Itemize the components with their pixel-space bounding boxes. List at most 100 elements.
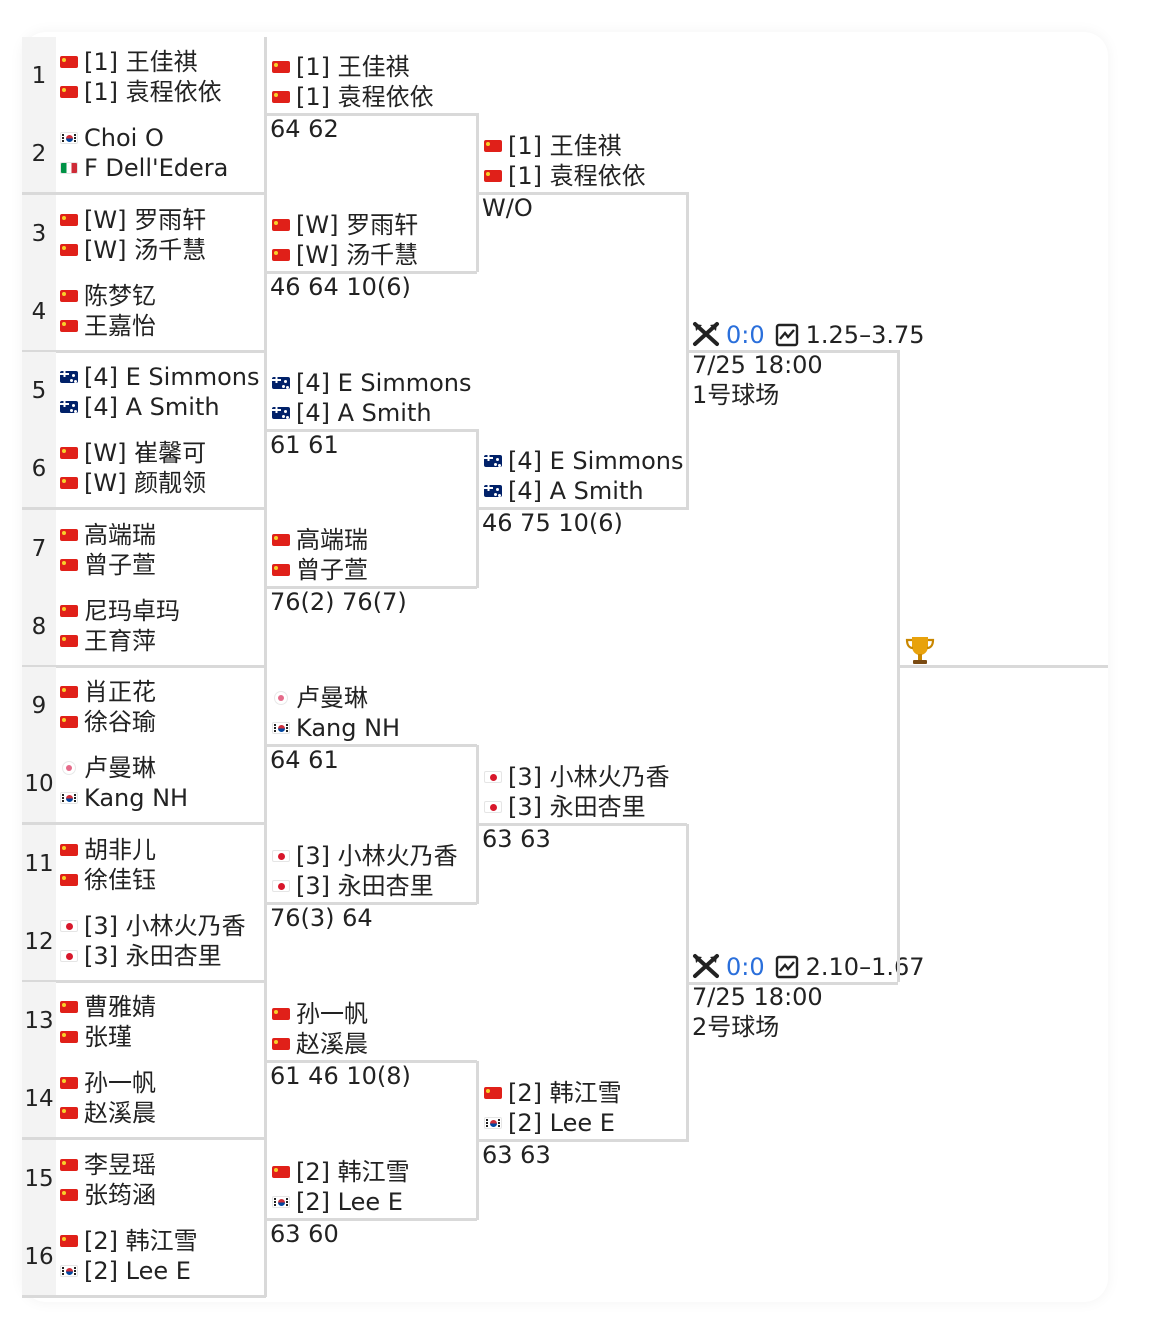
player-name: [3] 小林火乃香 xyxy=(84,911,246,940)
cn-flag-icon xyxy=(60,604,78,617)
player-name: [2] Lee E xyxy=(296,1188,403,1216)
player-name: [W] 罗雨轩 xyxy=(84,205,207,234)
bracket-line xyxy=(264,509,267,667)
cn-flag-icon xyxy=(60,716,78,728)
player-row: [1] 袁程依依 xyxy=(484,161,646,191)
player-row: [3] 小林火乃香 xyxy=(272,841,458,871)
odds-value: 2.10–1.67 xyxy=(805,953,925,981)
player-row: [W] 崔馨可 xyxy=(60,438,206,468)
draw-position-number: 8 xyxy=(22,587,56,666)
match-score: 63 63 xyxy=(482,825,551,853)
player-row: [2] Lee E xyxy=(484,1108,615,1138)
cn-flag-icon xyxy=(60,1107,78,1119)
player-row: [W] 汤千慧 xyxy=(272,240,418,270)
player-name: [2] 韩江雪 xyxy=(84,1226,198,1255)
draw-slot[interactable]: 16[2] 韩江雪[2] Lee E xyxy=(22,1217,266,1296)
player-name: [2] Lee E xyxy=(84,1256,191,1285)
player-name: [1] 袁程依依 xyxy=(296,83,434,111)
draw-slot[interactable]: 1[1] 王佳祺[1] 袁程依依 xyxy=(22,37,266,115)
player-name: 王嘉怡 xyxy=(84,311,156,340)
player-name: 曹雅婧 xyxy=(84,993,156,1021)
bracket-line xyxy=(22,1294,266,1298)
bracket-line xyxy=(22,349,266,353)
player-name: [4] E Simmons xyxy=(84,363,260,391)
match-court: 2号球场 xyxy=(692,1013,780,1041)
bracket-line xyxy=(264,667,267,825)
draw-slot[interactable]: 13 曹雅婧 张瑾 xyxy=(22,982,266,1060)
player-name: [4] E Simmons xyxy=(508,447,684,475)
draw-position-number: 15 xyxy=(22,1139,56,1218)
cn-flag-icon xyxy=(484,1087,502,1099)
cn-flag-icon xyxy=(484,140,502,152)
jp-flag-icon xyxy=(60,949,78,962)
jp-flag-icon xyxy=(272,880,290,892)
draw-slot[interactable]: 9 肖正花 徐谷瑜 xyxy=(22,667,266,745)
match-score: 64 61 xyxy=(270,746,339,774)
player-row: 陈梦钇 xyxy=(60,281,156,311)
player-name: 徐佳钰 xyxy=(84,865,156,894)
player-row: [W] 汤千慧 xyxy=(60,235,206,265)
bracket-line xyxy=(476,429,479,588)
draw-position-number: 12 xyxy=(22,902,56,981)
team-players: 曹雅婧 张瑾 xyxy=(56,982,266,1060)
player-name: [1] 袁程依依 xyxy=(508,162,646,190)
match-score: 61 61 xyxy=(270,431,339,459)
player-row: [1] 王佳祺 xyxy=(60,47,198,77)
player-name: F Dell'Edera xyxy=(84,154,229,182)
bracket-line xyxy=(22,1137,266,1140)
player-row: 曹雅婧 xyxy=(60,992,156,1022)
player-name: Kang NH xyxy=(296,714,401,742)
player-name: 李昱瑶 xyxy=(84,1150,156,1179)
player-row: 王育萍 xyxy=(60,626,156,656)
draw-slot[interactable]: 7 高端瑞 曾子萱 xyxy=(22,509,266,588)
bracket-line xyxy=(267,902,477,905)
player-name: [2] Lee E xyxy=(508,1109,615,1137)
cn-flag-icon xyxy=(60,243,78,256)
draw-slot[interactable]: 15 李昱瑶 张筠涵 xyxy=(22,1139,266,1218)
player-row: [2] 韩江雪 xyxy=(60,1226,198,1256)
player-name: 高端瑞 xyxy=(296,526,368,554)
tpe-flag-icon xyxy=(62,761,76,775)
cn-flag-icon xyxy=(60,213,78,226)
player-row: [3] 永田杏里 xyxy=(484,792,646,822)
draw-slot[interactable]: 3[W] 罗雨轩[W] 汤千慧 xyxy=(22,194,266,273)
player-row: Kang NH xyxy=(60,783,188,813)
cn-flag-icon xyxy=(272,219,290,231)
cn-flag-icon xyxy=(60,289,78,302)
draw-slot[interactable]: 12[3] 小林火乃香[3] 永田杏里 xyxy=(22,902,266,981)
draw-slot[interactable]: 2 Choi O F Dell'Edera xyxy=(22,115,266,193)
player-row: 张筠涵 xyxy=(60,1180,156,1210)
team-players: 孙一帆 赵溪晨 xyxy=(56,1060,266,1138)
match-score: 61 46 10(8) xyxy=(270,1062,411,1090)
player-name: 赵溪晨 xyxy=(296,1030,368,1058)
draw-slot[interactable]: 6[W] 崔馨可[W] 颜靓领 xyxy=(22,430,266,508)
draw-slot[interactable]: 11 胡非儿 徐佳钰 xyxy=(22,824,266,903)
au-flag-icon xyxy=(484,455,502,467)
draw-slot[interactable]: 14 孙一帆 赵溪晨 xyxy=(22,1060,266,1138)
draw-slot[interactable]: 8 尼玛卓玛 王育萍 xyxy=(22,587,266,666)
player-name: [W] 汤千慧 xyxy=(296,241,419,269)
cn-flag-icon xyxy=(60,558,78,571)
player-row: 李昱瑶 xyxy=(60,1150,156,1180)
cn-flag-icon xyxy=(272,534,290,546)
player-name: 孙一帆 xyxy=(84,1069,156,1097)
draw-slot[interactable]: 5[4] E Simmons[4] A Smith xyxy=(22,352,266,430)
trophy-icon xyxy=(903,634,937,672)
player-row: [1] 王佳祺 xyxy=(484,131,622,161)
draw-slot[interactable]: 10 卢曼琳 Kang NH xyxy=(22,745,266,823)
au-flag-icon xyxy=(484,485,502,497)
player-row: [3] 小林火乃香 xyxy=(60,911,246,941)
match-score: 76(3) 64 xyxy=(270,904,373,932)
draw-position-number: 5 xyxy=(22,352,56,430)
player-name: 张瑾 xyxy=(84,1023,132,1051)
bracket-line xyxy=(476,745,479,904)
player-name: [W] 汤千慧 xyxy=(84,235,207,264)
team-players: 肖正花 徐谷瑜 xyxy=(56,667,266,745)
au-flag-icon xyxy=(60,401,78,413)
draw-slot[interactable]: 4 陈梦钇 王嘉怡 xyxy=(22,272,266,351)
cn-flag-icon xyxy=(60,1077,78,1089)
